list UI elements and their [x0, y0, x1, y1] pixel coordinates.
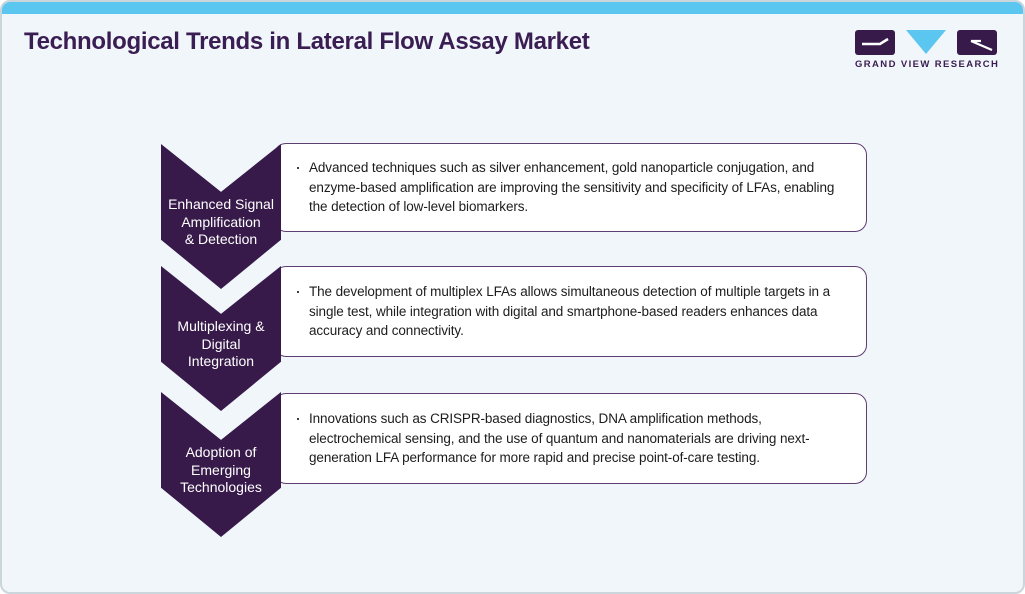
- chevron-emerging-tech: Adoption of Emerging Technologies: [161, 392, 281, 537]
- description-box: · Innovations such as CRISPR-based diagn…: [274, 393, 867, 484]
- logo-g-icon: [855, 30, 895, 55]
- logo-v-icon: [906, 30, 946, 54]
- top-accent-bar: [2, 2, 1023, 14]
- bullet-dot: ·: [295, 408, 301, 429]
- bullet-dot: ·: [295, 281, 301, 302]
- description-text: Innovations such as CRISPR-based diagnos…: [309, 411, 810, 466]
- gvr-logo-mark: [855, 30, 997, 55]
- logo-wordmark: GRAND VIEW RESEARCH: [855, 59, 1000, 70]
- description-box: · Advanced techniques such as silver enh…: [274, 143, 867, 232]
- description-box: · The development of multiplex LFAs allo…: [274, 266, 867, 357]
- gvr-logo: GRAND VIEW RESEARCH: [855, 30, 1000, 70]
- logo-r-icon: [957, 30, 997, 55]
- chevron-label: Adoption of Emerging Technologies: [180, 444, 262, 495]
- chevron-label: Enhanced Signal Amplification & Detectio…: [168, 196, 274, 247]
- chevron-enhanced-signal: Enhanced Signal Amplification & Detectio…: [161, 144, 281, 289]
- description-text: The development of multiplex LFAs allows…: [309, 284, 830, 339]
- bullet-dot: ·: [295, 157, 301, 178]
- page-title: Technological Trends in Lateral Flow Ass…: [24, 28, 590, 55]
- chevron-label: Multiplexing & Digital Integration: [177, 318, 265, 369]
- description-text: Advanced techniques such as silver enhan…: [309, 160, 835, 215]
